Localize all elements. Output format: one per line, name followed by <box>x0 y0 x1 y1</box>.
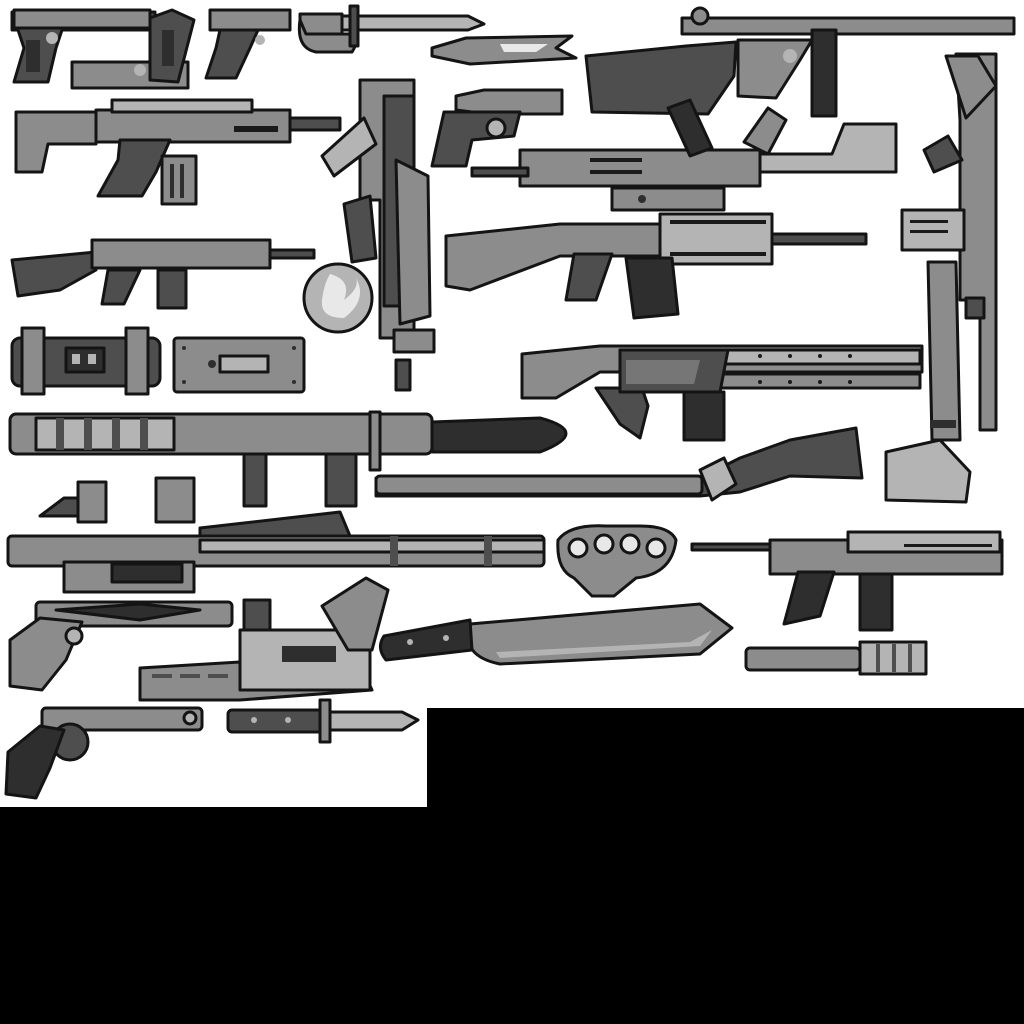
heavy-sniper-icon <box>6 476 546 594</box>
switchblade-icon <box>226 698 420 744</box>
flare-gun-icon <box>430 88 564 168</box>
sticky-bomb-icon <box>10 326 162 396</box>
machine-pistol-icon <box>690 530 1004 632</box>
flashlight-icon <box>744 640 928 676</box>
revolver-icon <box>4 706 204 800</box>
rpg-icon <box>8 410 568 508</box>
combat-pistol-icon <box>70 8 196 90</box>
machete-icon <box>379 602 734 666</box>
railgun-icon <box>520 344 924 442</box>
assault-rifle-icon <box>444 212 868 320</box>
battle-rifle-icon <box>10 238 316 310</box>
sniper-rifle-icon <box>900 52 998 432</box>
marksman-pistol-icon <box>8 600 234 692</box>
brass-knuckles-icon <box>556 524 678 598</box>
musket-icon <box>374 426 864 502</box>
bottle-icon <box>430 34 578 66</box>
compact-pistol-icon <box>204 8 292 80</box>
bullpup-rifle-icon <box>320 78 436 392</box>
advanced-rifle-icon <box>470 98 898 212</box>
hatchet-icon <box>884 260 972 504</box>
snowball-icon <box>302 262 374 334</box>
unused-area-right <box>427 708 1024 1024</box>
unused-area-bottom <box>0 807 427 1024</box>
c4-icon <box>172 336 306 394</box>
tommy-gun-icon <box>584 6 1016 118</box>
grenade-launcher-icon <box>138 576 390 702</box>
knife-icon <box>297 4 486 54</box>
carbine-rifle-icon <box>14 98 342 206</box>
